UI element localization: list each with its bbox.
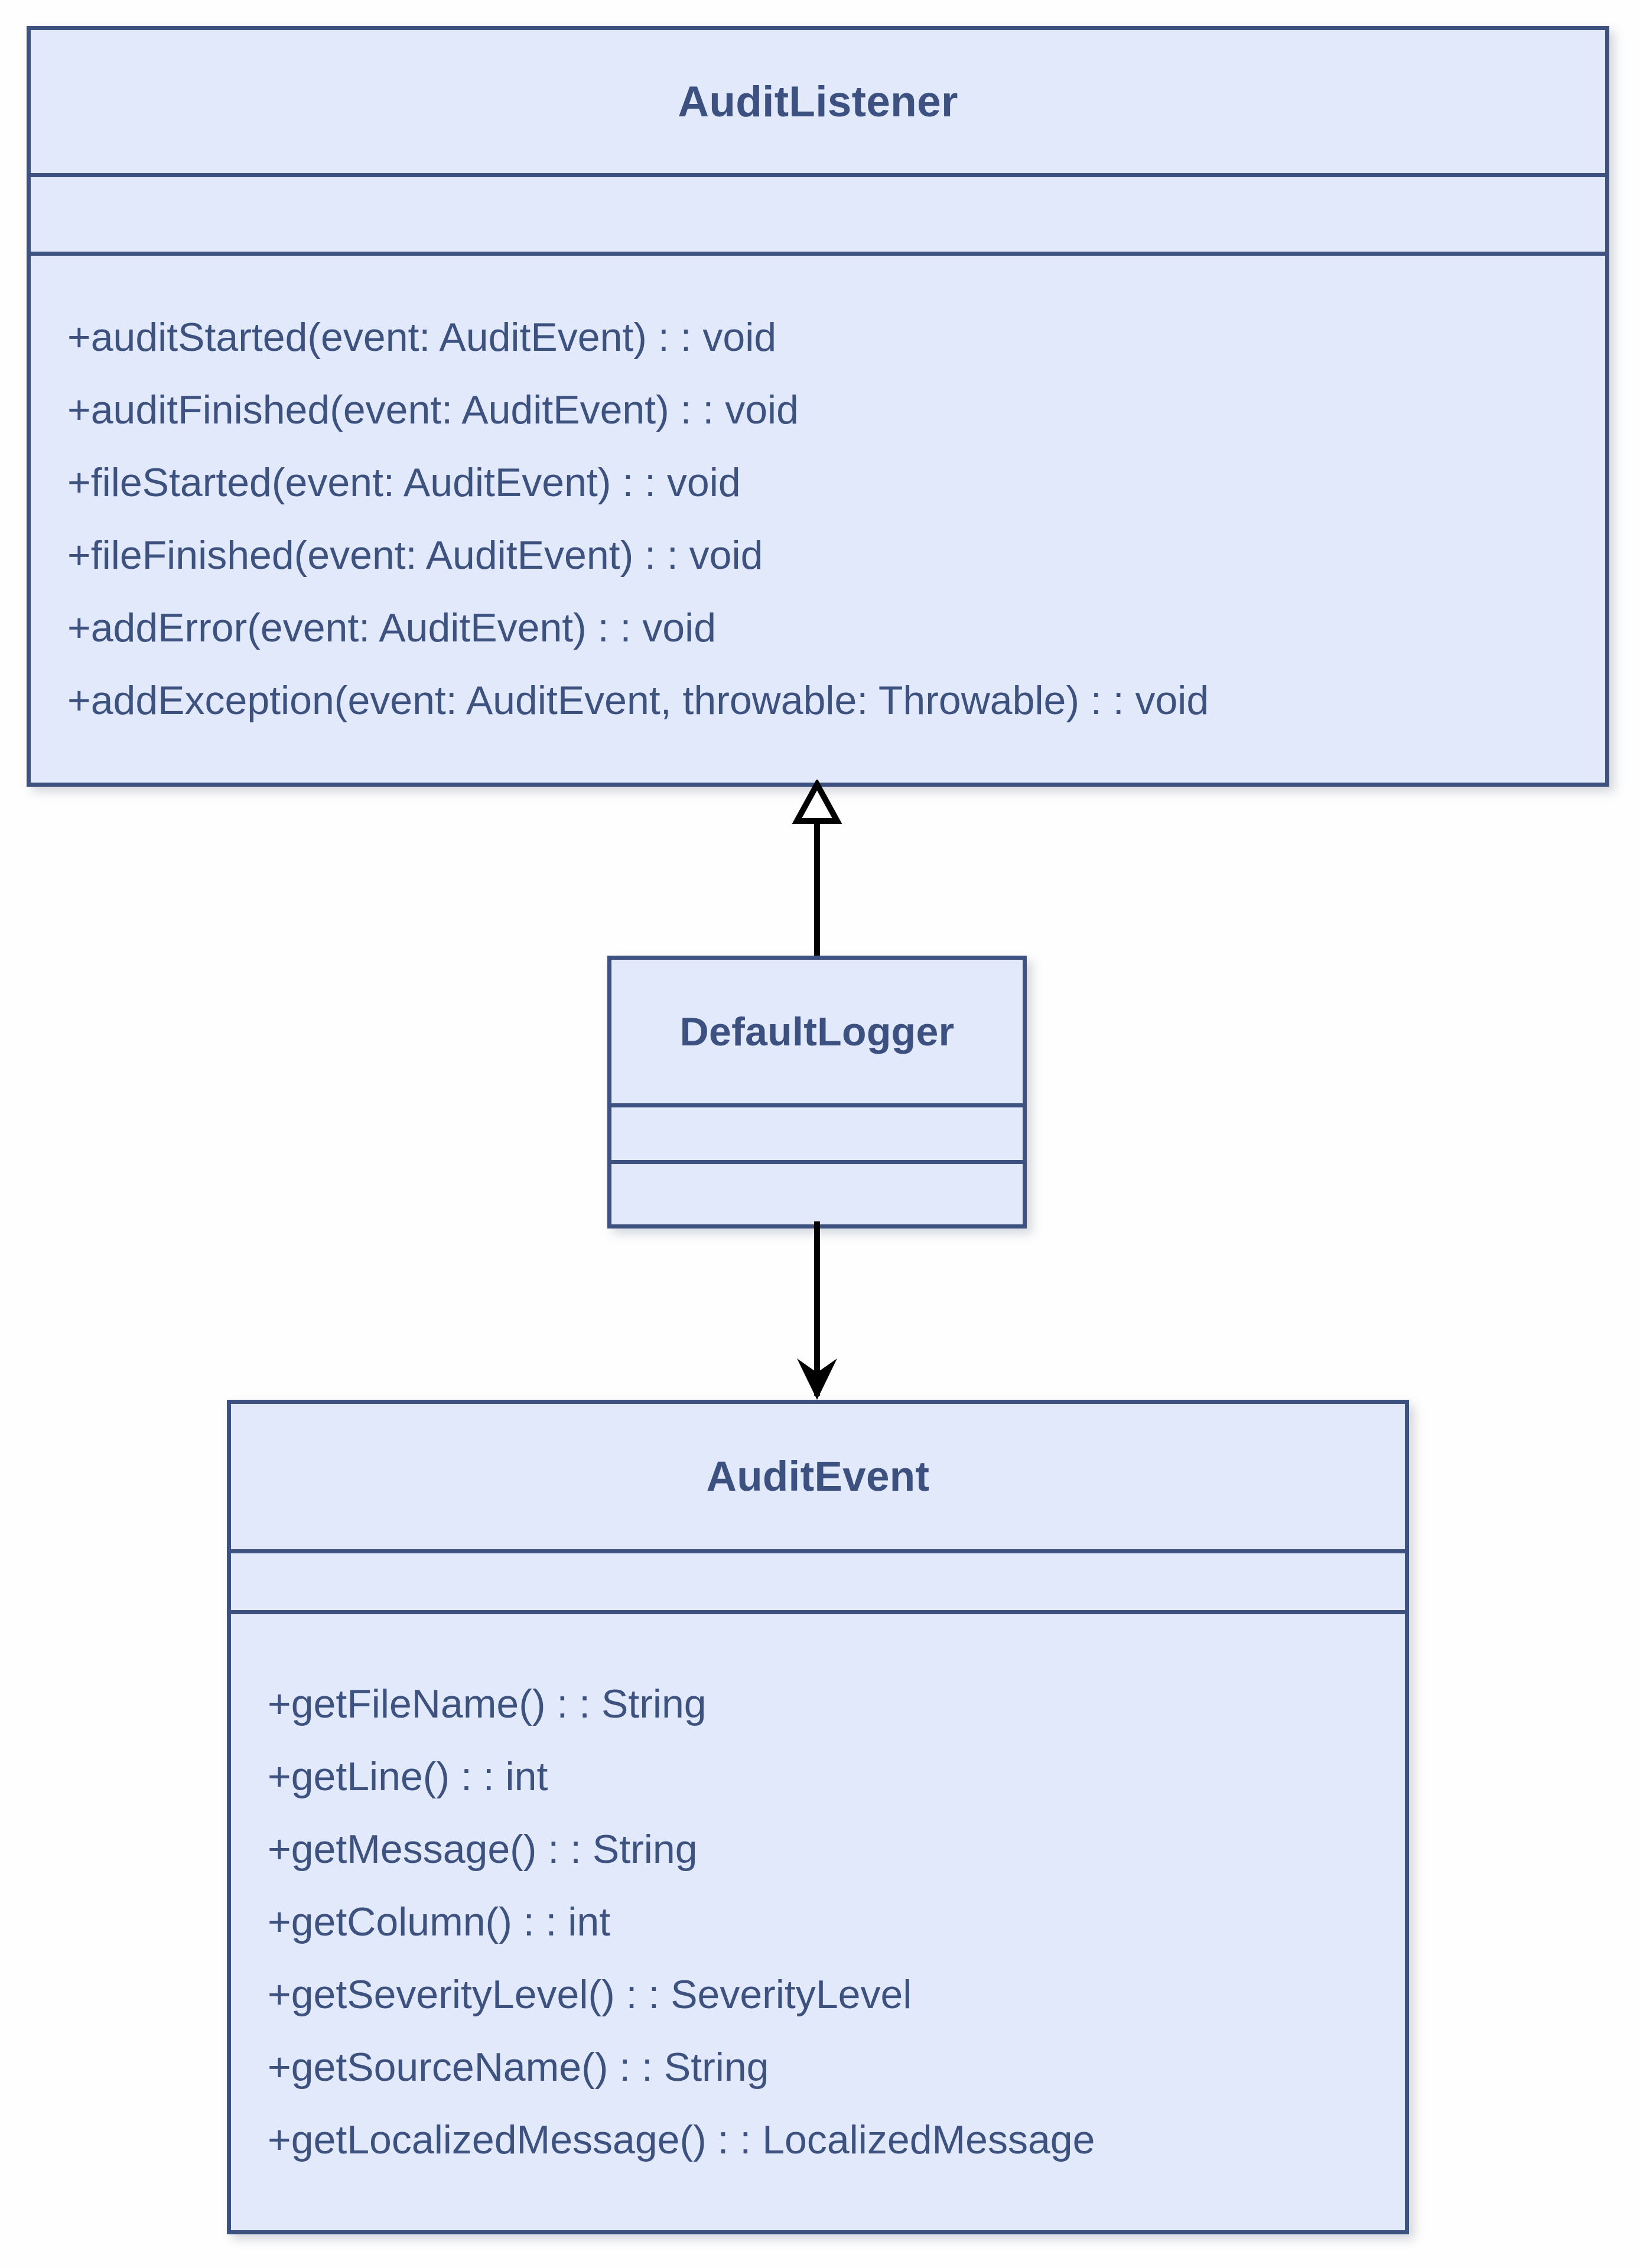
class-attributes-defaultlogger [611, 1107, 1023, 1164]
method-row: +addError(event: AuditEvent) : : void [67, 605, 717, 650]
method-row: +auditFinished(event: AuditEvent) : : vo… [67, 387, 799, 432]
method-row: +getLocalizedMessage() : : LocalizedMess… [268, 2117, 1095, 2162]
uml-class-auditlistener[interactable]: AuditListener +auditStarted(event: Audit… [27, 26, 1609, 787]
class-title-auditlistener: AuditListener [31, 30, 1605, 177]
method-row: +addException(event: AuditEvent, throwab… [67, 678, 1209, 723]
class-methods-auditlistener: +auditStarted(event: AuditEvent) : : voi… [31, 256, 1605, 783]
method-row: +auditStarted(event: AuditEvent) : : voi… [67, 315, 777, 360]
class-attributes-auditevent [231, 1553, 1405, 1614]
class-title-auditevent: AuditEvent [231, 1404, 1405, 1553]
method-row: +getColumn() : : int [268, 1899, 611, 1944]
class-attributes-auditlistener [31, 177, 1605, 256]
method-row: +getFileName() : : String [268, 1682, 707, 1726]
association-connector-defaultlogger-to-auditevent [797, 1221, 837, 1400]
generalization-connector-defaultlogger-to-auditlistener [792, 780, 842, 963]
class-methods-defaultlogger [611, 1164, 1023, 1224]
method-row: +fileFinished(event: AuditEvent) : : voi… [67, 533, 763, 578]
uml-class-auditevent[interactable]: AuditEvent +getFileName() : : String +ge… [227, 1400, 1409, 2234]
method-row: +getMessage() : : String [268, 1827, 698, 1872]
method-row: +fileStarted(event: AuditEvent) : : void [67, 460, 741, 505]
class-title-defaultlogger: DefaultLogger [611, 960, 1023, 1107]
uml-class-defaultlogger[interactable]: DefaultLogger [607, 956, 1027, 1228]
method-row: +getSourceName() : : String [268, 2045, 769, 2090]
class-methods-auditevent: +getFileName() : : String +getLine() : :… [231, 1614, 1405, 2230]
method-row: +getSeverityLevel() : : SeverityLevel [268, 1972, 912, 2017]
method-row: +getLine() : : int [268, 1754, 548, 1799]
